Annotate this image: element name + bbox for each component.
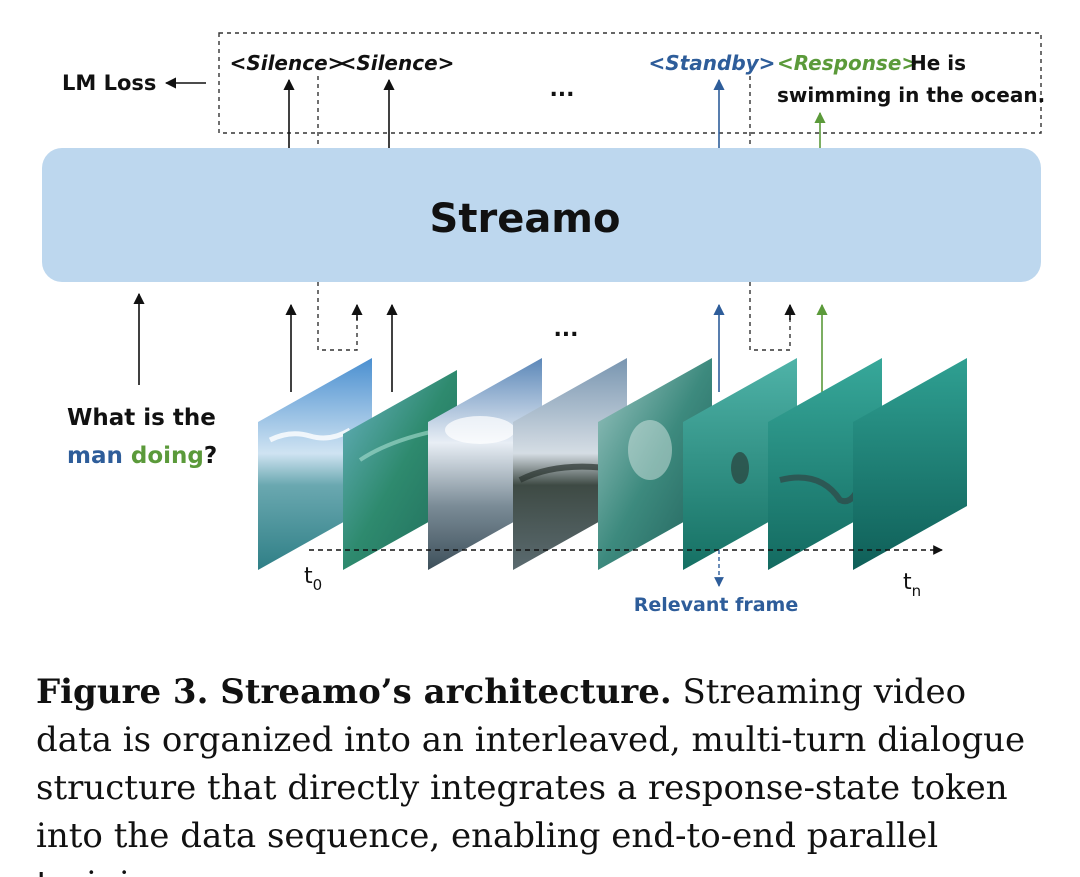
figure-caption: Figure 3. Streamo’s architecture. Stream… <box>36 668 1048 877</box>
video-frame-strip <box>258 358 967 570</box>
standby-token: <Standby> <box>649 51 776 75</box>
response-token: <Response> <box>777 51 918 75</box>
relevant-frame-label: Relevant frame <box>634 594 799 616</box>
feedback-loop-1 <box>317 282 358 351</box>
lm-loss-label: LM Loss <box>62 71 156 95</box>
question-line1: What is the <box>67 405 216 431</box>
question-mark: ? <box>204 443 217 469</box>
caption-lead: Figure 3. Streamo’s architecture. <box>36 672 672 712</box>
ellipsis-bottom: ... <box>553 317 578 342</box>
question-line2: man doing? <box>67 443 217 469</box>
output-token-box <box>218 32 1042 134</box>
streamo-model-block <box>42 148 1041 282</box>
silence-token-2: <Silence> <box>340 51 455 75</box>
caption-text: Streaming video data is organized into a… <box>36 672 1026 877</box>
ellipsis-top: ... <box>549 77 574 102</box>
silence-token-1: <Silence> <box>230 51 345 75</box>
response-text-line2: swimming in the ocean. <box>777 83 1045 107</box>
time-start-label: t0 <box>304 564 322 594</box>
question-word-man: man <box>67 443 123 469</box>
model-name: Streamo <box>430 196 621 242</box>
time-end-label: tn <box>903 570 921 600</box>
video-frame-8 <box>853 358 967 570</box>
feedback-loop-2 <box>749 282 791 351</box>
architecture-diagram: <Silence> <Silence> ... <Standby> <Respo… <box>42 32 1045 616</box>
response-text-line1: He is <box>910 51 966 75</box>
question-word-doing: doing <box>131 443 204 469</box>
